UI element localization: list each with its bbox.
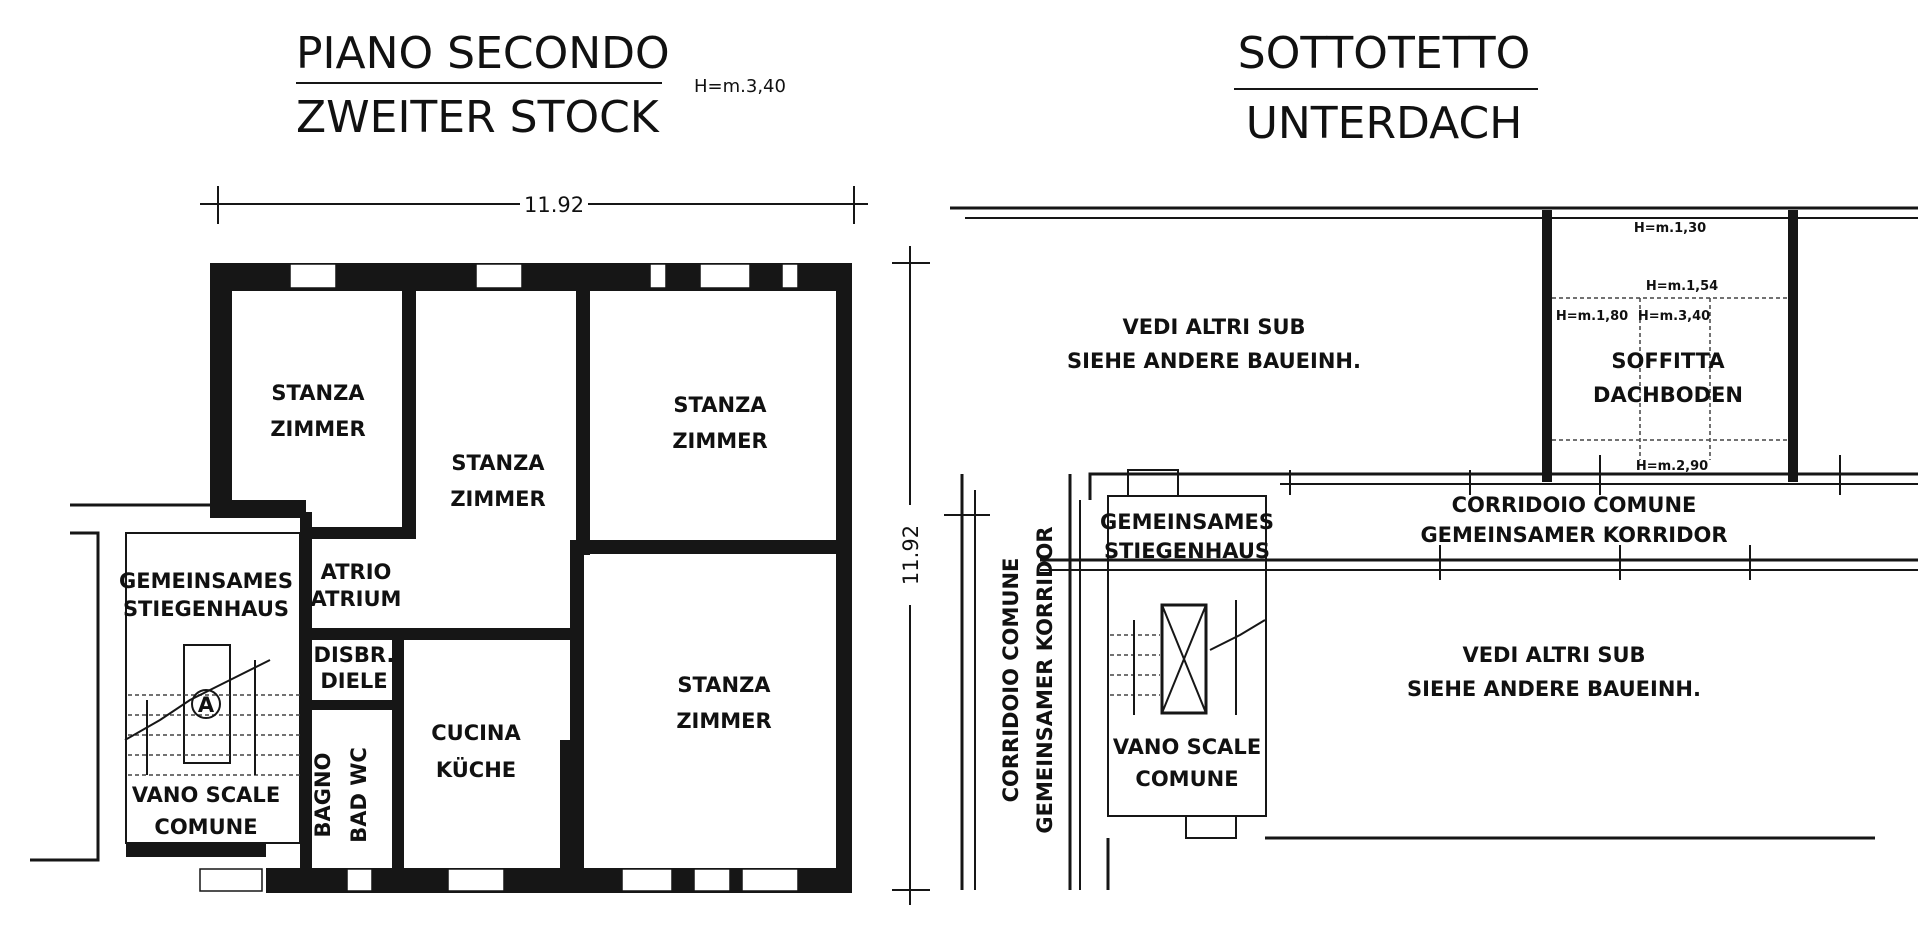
left-room-labels: STANZA ZIMMER STANZA ZIMMER STANZA ZIMME… (119, 381, 772, 843)
room-cucina-de: KÜCHE (436, 757, 516, 782)
room-atrio-de: ATRIUM (311, 587, 402, 611)
height-dimension: 11.92 (892, 246, 930, 905)
right-stair-it: GEMEINSAMES (1100, 510, 1274, 534)
height-label-5: H=m.2,90 (1636, 459, 1708, 474)
corridor-h-it: CORRIDOIO COMUNE (1452, 493, 1697, 517)
soffitta-label-de: DACHBODEN (1593, 383, 1743, 407)
right-vano-it: VANO SCALE (1113, 735, 1261, 759)
room-stanza-2-it: STANZA (451, 451, 545, 475)
vedi-top-it: VEDI ALTRI SUB (1122, 315, 1305, 339)
room-stanza-2-de: ZIMMER (450, 487, 545, 511)
room-stanza-4-it: STANZA (677, 673, 771, 697)
left-title-it: PIANO SECONDO (296, 28, 670, 79)
room-atrio-it: ATRIO (321, 560, 392, 584)
left-height-note: H=m.3,40 (694, 76, 786, 97)
room-bagno-it: BAGNO (311, 753, 335, 838)
width-dimension-label: 11.92 (524, 193, 584, 217)
room-vano-de: COMUNE (154, 815, 257, 839)
corridor-h-de: GEMEINSAMER KORRIDOR (1420, 523, 1727, 547)
vedi-bottom-it: VEDI ALTRI SUB (1462, 643, 1645, 667)
corridor-v-it: CORRIDOIO COMUNE (999, 558, 1023, 803)
room-stair-de: STIEGENHAUS (123, 597, 289, 621)
soffitta-room: H=m.1,30 H=m.1,54 H=m.1,80 H=m.3,40 H=m.… (1542, 210, 1798, 482)
width-dimension: 11.92 (200, 186, 868, 224)
room-disbr-de: DIELE (320, 669, 387, 693)
location-marker-label: A (198, 693, 215, 717)
bottom-windows (199, 868, 799, 892)
vedi-top-de: SIEHE ANDERE BAUEINH. (1067, 349, 1361, 373)
left-stair-block: A (30, 503, 301, 862)
height-label-1: H=m.1,30 (1634, 221, 1706, 236)
right-vano-de: COMUNE (1135, 767, 1238, 791)
right-stair-de: STIEGENHAUS (1104, 539, 1270, 563)
right-title-de: UNTERDACH (1246, 98, 1523, 149)
height-dimension-label: 11.92 (899, 525, 923, 585)
room-stanza-3-de: ZIMMER (672, 429, 767, 453)
interior-walls (126, 280, 840, 877)
room-stanza-1-it: STANZA (271, 381, 365, 405)
height-label-2: H=m.1,54 (1646, 279, 1718, 294)
room-cucina-it: CUCINA (431, 721, 521, 745)
right-stair-block (1088, 469, 1875, 890)
right-plan: SOTTOTETTO UNTERDACH H=m.1,30 H=m.1,54 H… (944, 28, 1918, 890)
room-vano-it: VANO SCALE (132, 783, 280, 807)
top-windows (289, 263, 799, 289)
right-title-it: SOTTOTETTO (1238, 28, 1530, 79)
height-label-4: H=m.3,40 (1638, 309, 1710, 324)
room-stanza-3-it: STANZA (673, 393, 767, 417)
corridor-v-de: GEMEINSAMER KORRIDOR (1033, 526, 1057, 833)
corridor-band (1040, 455, 1918, 580)
room-disbr-it: DISBR. (314, 643, 395, 667)
room-bagno-de: BAD WC (347, 747, 371, 843)
soffitta-label-it: SOFFITTA (1611, 349, 1725, 373)
height-label-3: H=m.1,80 (1556, 309, 1628, 324)
room-stair-it: GEMEINSAMES (119, 569, 293, 593)
left-plan: PIANO SECONDO ZWEITER STOCK H=m.3,40 11.… (30, 28, 930, 905)
vertical-corridor (944, 474, 1081, 890)
location-marker-circle (191, 689, 221, 719)
room-stanza-4-de: ZIMMER (676, 709, 771, 733)
left-title-de: ZWEITER STOCK (296, 92, 660, 143)
vedi-bottom-de: SIEHE ANDERE BAUEINH. (1407, 677, 1701, 701)
room-stanza-1-de: ZIMMER (270, 417, 365, 441)
